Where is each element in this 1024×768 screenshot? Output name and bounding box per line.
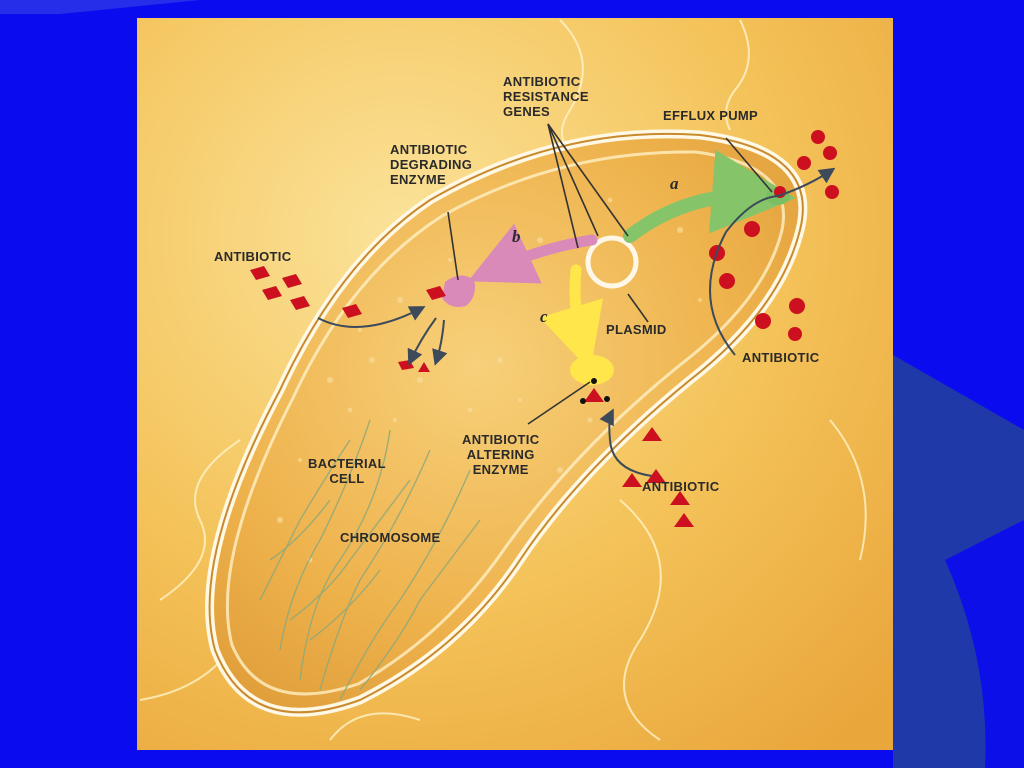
pointer-lines [447,123,773,425]
pathway-letter-c: c [540,307,548,326]
entry-arrows [317,167,836,477]
chromosome-strands [259,419,481,701]
degraded-fragment [418,362,430,372]
label-chromosome: CHROMOSOME [340,530,441,545]
diagram-panel [137,18,893,750]
label-plasmid: PLASMID [606,322,667,337]
plasmid-ring [585,235,639,289]
degrading-enzyme [442,275,475,307]
pathway-b-arrow [468,223,598,284]
pathway-a-arrow [623,149,796,243]
antibiotic-triangles-bottom [622,427,694,527]
pathway-letter-a: a [670,174,679,193]
cytoplasm-granules [277,197,702,563]
label-efflux-pump: EFFLUX PUMP [663,108,759,123]
bacterial-cell [205,129,808,717]
label-antibiotic-resistance-genes: ANTIBIOTIC RESISTANCE GENES [503,74,589,119]
antibiotic-circles-right [709,130,839,341]
label-bacterial-cell: BACTERIAL CELL [308,456,386,486]
antibiotic-diamonds-left [250,266,446,370]
label-antibiotic-altering-enzyme: ANTIBIOTIC ALTERING ENZYME [462,432,540,477]
label-antibiotic-bottom: ANTIBIOTIC [642,479,720,494]
label-antibiotic-right: ANTIBIOTIC [742,350,820,365]
altered-antibiotic-complex [580,378,610,404]
altering-enzyme [570,355,614,385]
slide-accent-curve [945,520,1024,768]
slide-swoosh [0,0,200,14]
pathway-c-arrow [539,264,603,372]
label-antibiotic-degrading-enzyme: ANTIBIOTIC DEGRADING ENZYME [390,142,473,187]
label-antibiotic-left: ANTIBIOTIC [214,249,292,264]
pathway-letter-b: b [512,227,521,246]
